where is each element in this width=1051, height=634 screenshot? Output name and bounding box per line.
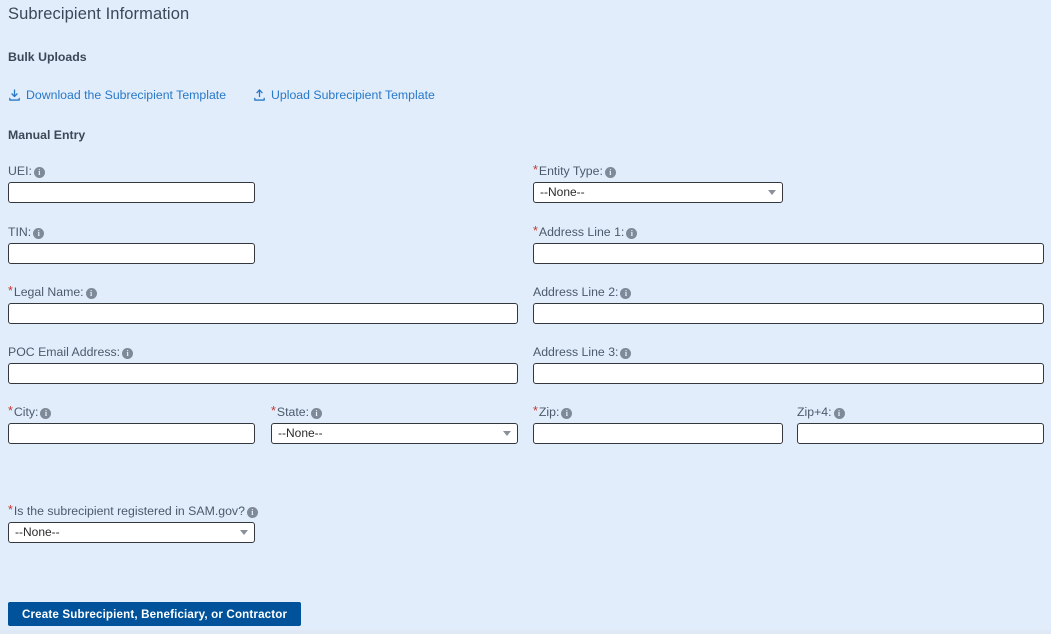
address-line-2-label-text: Address Line 2: <box>533 285 619 299</box>
legal-name-label-text: Legal Name: <box>13 285 84 299</box>
info-icon[interactable]: i <box>122 348 134 359</box>
field-zip: * Zip: i <box>533 405 783 444</box>
tin-label-text: TIN: <box>8 225 32 239</box>
upload-icon <box>253 88 266 102</box>
address-line-1-label-text: Address Line 1: <box>538 225 625 239</box>
legal-name-input[interactable] <box>8 303 518 324</box>
upload-link-label: Upload Subrecipient Template <box>271 88 435 102</box>
info-icon[interactable]: i <box>85 288 97 299</box>
upload-subrecipient-template-link[interactable]: Upload Subrecipient Template <box>253 88 435 102</box>
field-city: * City: i <box>8 405 255 444</box>
field-label-poc-email-address: POC Email Address: i <box>8 345 518 360</box>
field-entity-type: * Entity Type: i --None-- <box>533 164 783 203</box>
address-line-1-input[interactable] <box>533 243 1044 264</box>
field-label-entity-type: * Entity Type: i <box>533 164 783 179</box>
field-label-address-line-1: * Address Line 1: i <box>533 225 1044 240</box>
field-zip-plus-4: Zip+4: i <box>797 405 1044 444</box>
required-asterisk: * <box>8 404 13 419</box>
page-title: Subrecipient Information <box>8 5 190 23</box>
required-asterisk: * <box>8 284 13 299</box>
address-line-2-input[interactable] <box>533 303 1044 324</box>
state-label-text: State: <box>276 405 310 419</box>
manual-entry-heading: Manual Entry <box>8 128 86 142</box>
sam-registered-label-text: Is the subrecipient registered in SAM.go… <box>13 504 245 518</box>
info-icon[interactable]: i <box>626 228 638 239</box>
info-icon[interactable]: i <box>33 167 45 178</box>
poc-email-address-input[interactable] <box>8 363 518 384</box>
field-poc-email-address: POC Email Address: i <box>8 345 518 384</box>
bulk-uploads-heading: Bulk Uploads <box>8 50 87 64</box>
field-sam-registered: * Is the subrecipient registered in SAM.… <box>8 503 258 543</box>
info-icon[interactable]: i <box>246 507 258 518</box>
entity-type-label-text: Entity Type: <box>538 164 603 178</box>
sam-registered-select[interactable]: --None-- <box>8 522 255 543</box>
field-uei: UEI: i <box>8 164 255 203</box>
field-label-zip: * Zip: i <box>533 405 783 420</box>
info-icon[interactable]: i <box>561 408 573 419</box>
address-line-3-input[interactable] <box>533 363 1044 384</box>
field-label-tin: TIN: i <box>8 225 255 240</box>
field-tin: TIN: i <box>8 225 255 264</box>
field-label-sam-registered: * Is the subrecipient registered in SAM.… <box>8 503 258 519</box>
info-icon[interactable]: i <box>40 408 52 419</box>
city-input[interactable] <box>8 423 255 444</box>
zip4-label-text: Zip+4: <box>797 405 832 419</box>
zip-label-text: Zip: <box>538 405 560 419</box>
uei-label-text: UEI: <box>8 164 32 178</box>
address-line-3-label-text: Address Line 3: <box>533 345 619 359</box>
uei-input[interactable] <box>8 182 255 203</box>
tin-input[interactable] <box>8 243 255 264</box>
field-label-state: * State: i <box>271 405 518 420</box>
city-label-text: City: <box>13 405 39 419</box>
required-asterisk: * <box>533 163 538 178</box>
zip-plus-4-input[interactable] <box>797 423 1044 444</box>
info-icon[interactable]: i <box>833 408 845 419</box>
required-asterisk: * <box>8 503 13 518</box>
field-label-address-line-2: Address Line 2: i <box>533 285 1044 300</box>
required-asterisk: * <box>533 224 538 239</box>
state-select[interactable]: --None-- <box>271 423 518 444</box>
poc-email-label-text: POC Email Address: <box>8 345 121 359</box>
entity-type-selected-value[interactable]: --None-- <box>533 182 783 203</box>
create-subrecipient-button[interactable]: Create Subrecipient, Beneficiary, or Con… <box>8 602 302 626</box>
zip-input[interactable] <box>533 423 783 444</box>
field-label-legal-name: * Legal Name: i <box>8 285 518 300</box>
download-subrecipient-template-link[interactable]: Download the Subrecipient Template <box>8 88 226 102</box>
info-icon[interactable]: i <box>311 408 323 419</box>
field-legal-name: * Legal Name: i <box>8 285 518 324</box>
info-icon[interactable]: i <box>620 348 632 359</box>
info-icon[interactable]: i <box>620 288 632 299</box>
field-address-line-3: Address Line 3: i <box>533 345 1044 384</box>
info-icon[interactable]: i <box>33 228 45 239</box>
sam-registered-selected-value[interactable]: --None-- <box>8 522 255 543</box>
info-icon[interactable]: i <box>604 167 616 178</box>
field-label-address-line-3: Address Line 3: i <box>533 345 1044 360</box>
field-state: * State: i --None-- <box>271 405 518 444</box>
state-selected-value[interactable]: --None-- <box>271 423 518 444</box>
field-label-uei: UEI: i <box>8 164 255 179</box>
required-asterisk: * <box>533 404 538 419</box>
field-label-zip-plus-4: Zip+4: i <box>797 405 1044 420</box>
required-asterisk: * <box>271 404 276 419</box>
field-label-city: * City: i <box>8 405 255 420</box>
entity-type-select[interactable]: --None-- <box>533 182 783 203</box>
field-address-line-2: Address Line 2: i <box>533 285 1044 324</box>
download-link-label: Download the Subrecipient Template <box>26 88 227 102</box>
field-address-line-1: * Address Line 1: i <box>533 225 1044 264</box>
bottom-strip <box>0 630 1051 634</box>
download-icon <box>8 88 21 102</box>
